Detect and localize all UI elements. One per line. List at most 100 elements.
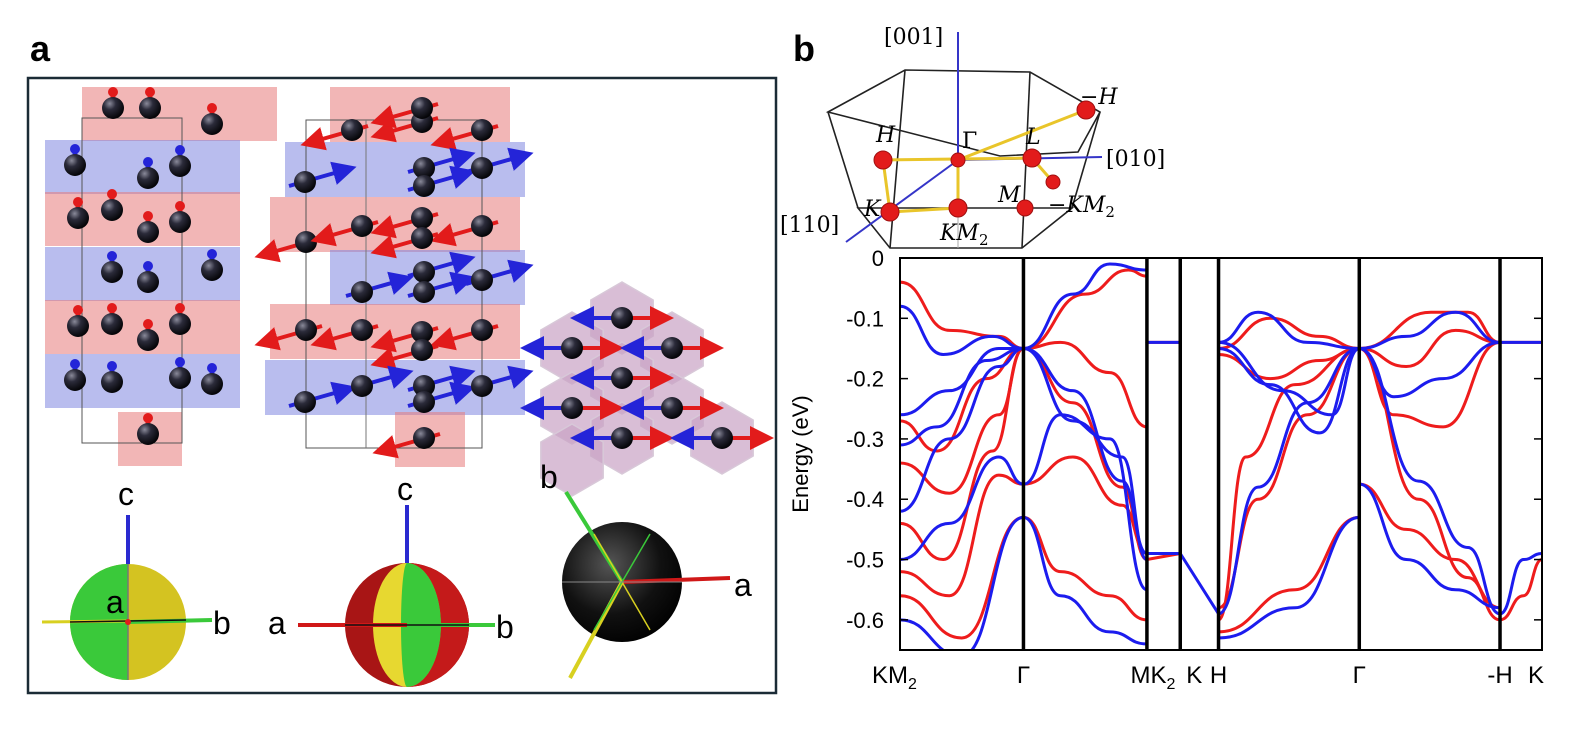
magnetic-atom [471,157,493,179]
xtick-label: H [1210,662,1227,689]
band-line-series-0-6 [1021,340,1149,429]
bz-K-label: K [863,197,882,222]
magnetization-sphere-1 [41,515,213,680]
xtick-label: KM2 [872,662,917,693]
magnetic-atom [351,375,373,397]
band-line-series-1-22 [1357,346,1502,616]
ytick-label: -0.5 [846,548,884,573]
band-line-series-1-6 [1021,262,1149,350]
band-line-series-1-10 [1021,515,1149,646]
magnetic-atom [101,199,123,221]
structure-2-inplane [254,87,534,467]
band-line-series-1-18 [1217,515,1361,640]
band-line-series-0-23 [1498,558,1542,622]
magnetic-atom [561,337,583,359]
ytick-label: -0.3 [846,427,884,452]
xtick-label: -H [1487,662,1512,689]
magnetic-atom [169,313,191,335]
bands [900,262,1542,650]
magnetic-atom [64,369,86,391]
band-line-series-0-16 [1217,316,1361,350]
magnetic-atom [169,367,191,389]
band-line-series-0-22 [1357,346,1502,622]
magnetic-atom [294,171,316,193]
bz-labels: [001] [010] [110] H −H Γ L M K KM2 −KM2 [780,25,1165,249]
xtick-label: Γ [1017,662,1030,689]
band-line-series-0-18 [1357,328,1502,369]
magnetic-atom [413,375,435,397]
band-line-series-0-19 [1357,340,1502,429]
axis-c-label-1: c [118,476,134,512]
magnetic-atom [471,375,493,397]
ytick-label: -0.6 [846,608,884,633]
magnetic-atom [411,97,433,119]
band-line-series-1-8 [1021,413,1149,592]
magnetic-atom [101,371,123,393]
bz-M-label: M [997,183,1021,208]
xtick-label: Γ [1353,662,1366,689]
magnetic-atom [294,391,316,413]
magnetic-atom [413,261,435,283]
axis-a-label-3: a [734,567,752,603]
axis-a-label-2: a [268,605,286,641]
magnetic-atom [413,427,435,449]
magnetic-atom [413,157,435,179]
magnetic-atom [101,313,123,335]
magnetic-atom [471,119,493,141]
magnetic-atom [137,167,159,189]
magnetic-atom [137,423,159,445]
dir-110-label: [110] [780,213,839,238]
band-line-series-0-10 [1021,515,1149,622]
magnetic-atom [661,397,683,419]
xtick-label: K [1528,662,1544,689]
magnetic-atom [201,113,223,135]
bz-minusKM2-label: −KM2 [1048,193,1115,221]
magnetic-atom [411,339,433,361]
band-line-series-1-9 [1021,346,1149,556]
ytick-label: -0.4 [846,487,884,512]
band-line-series-0-2 [900,346,1025,562]
band-line-series-1-2 [900,346,1025,513]
magnetic-atom [169,155,191,177]
ytick-label: -0.1 [846,306,884,331]
dir-001-label: [001] [884,25,943,50]
magnetic-atom [137,271,159,293]
magnetic-atom [471,269,493,291]
magnetic-atom [611,307,633,329]
panel-b-letter: b [793,28,815,69]
magnetic-atom [411,321,433,343]
bz-minusH-label: −H [1080,85,1118,110]
band-line-series-1-17 [1217,340,1361,417]
axis-c-label-2: c [397,471,413,507]
magnetic-atom [67,207,89,229]
band-line-series-1-13 [1178,552,1221,616]
band-line-series-1-5 [900,515,1025,650]
xtick-label: MK2 [1130,662,1175,693]
xtick-label: K [1186,662,1202,689]
dir-010-label: [010] [1106,147,1165,172]
panel-a-letter: a [30,28,51,69]
band-line-series-1-3 [900,455,1025,562]
band-line-series-0-5 [900,280,1025,350]
band-line-series-1-15 [1217,310,1361,350]
magnetic-atom [139,97,161,119]
magnetic-atom [711,427,733,449]
bz-H-label: H [875,123,896,148]
magnetic-atom [351,319,373,341]
magnetic-atom [201,373,223,395]
magnetic-atom [561,397,583,419]
band-line-series-0-13 [1217,346,1361,622]
magnetic-atom [137,329,159,351]
magnetic-atom [295,319,317,341]
magnetic-atom [351,281,373,303]
band-line-series-1-16 [1217,346,1361,435]
band-line-series-1-1 [900,346,1025,447]
axis-b-label-2: b [496,609,514,645]
magnetic-atom [411,227,433,249]
band-line-series-0-20 [1357,310,1502,350]
magnetic-atom [341,119,363,141]
band-line-series-0-8 [1021,455,1149,556]
magnetization-sphere-3 [562,490,731,679]
